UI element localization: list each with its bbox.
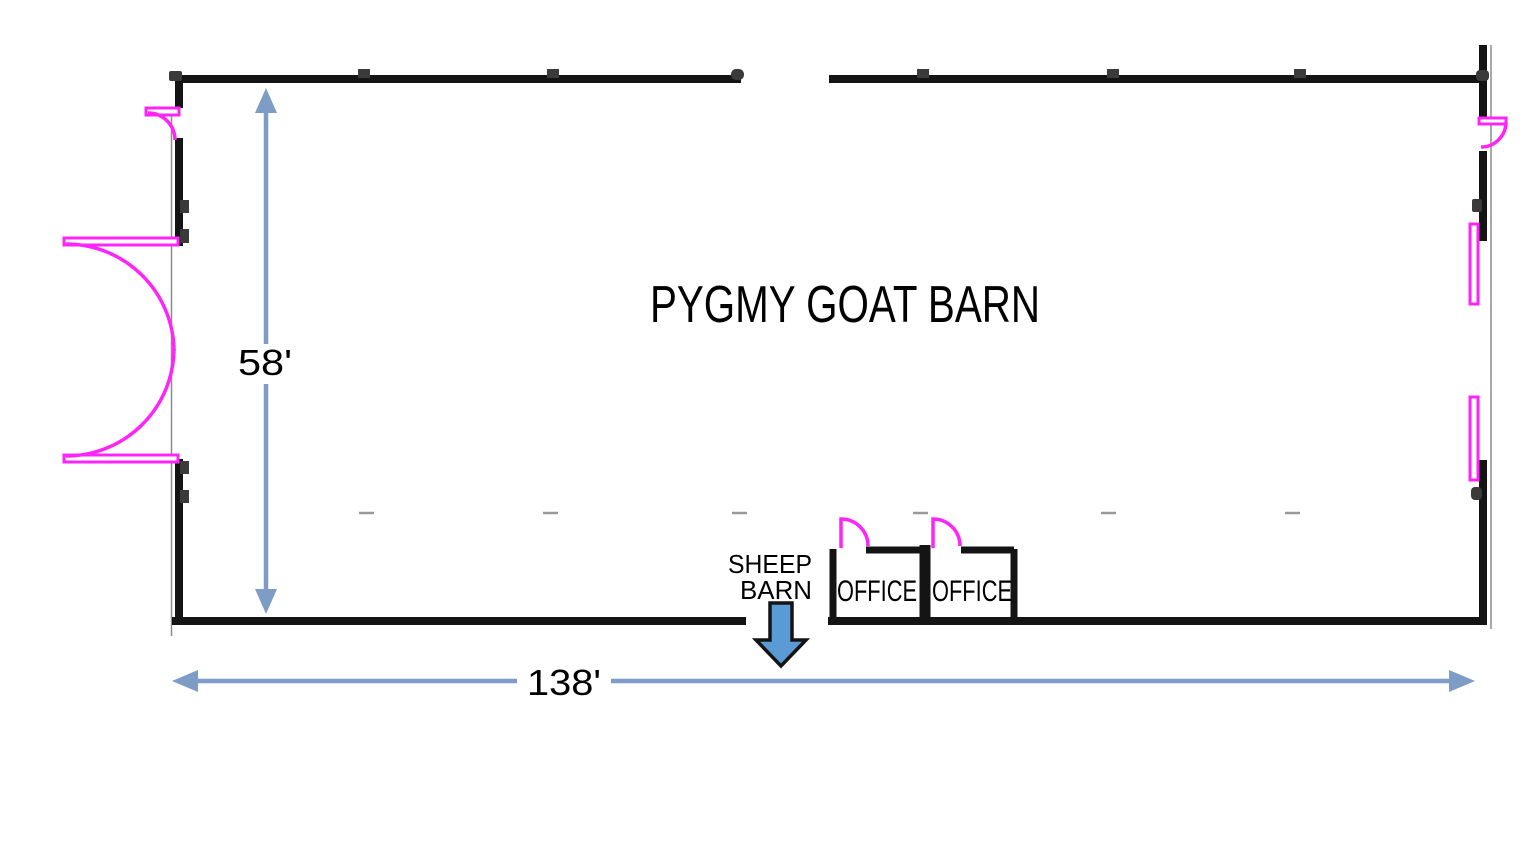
sliding-panel-right-lower (1468, 395, 1480, 482)
width-dim-arrowhead-right (1449, 670, 1475, 692)
width-dim-arrowhead-left (172, 670, 198, 692)
post-top-right-corner (1476, 70, 1489, 81)
double-door-swing-upper (65, 242, 176, 352)
post-top-2 (547, 69, 559, 78)
height-dimension: 58' (238, 88, 292, 614)
post-top-opening-left (731, 69, 744, 80)
sheep-barn-annotation: SHEEP BARN (728, 549, 812, 669)
office-rooms (829, 545, 1018, 621)
door-swing-top-right (1480, 121, 1508, 149)
post-left-wall-1 (180, 200, 189, 213)
post-top-1 (358, 69, 370, 78)
post-left-wall-3 (180, 461, 189, 474)
post-top-3 (917, 69, 929, 78)
double-door-leaf-lower (62, 453, 180, 464)
post-top-4 (1107, 69, 1119, 78)
wall-posts (169, 69, 1489, 503)
sliding-panel-right-upper (1468, 222, 1480, 306)
sheep-barn-label-line2: BARN (740, 575, 812, 605)
post-top-5 (1294, 69, 1306, 78)
height-dim-arrowhead-top (255, 88, 277, 113)
width-dimension: 138' (172, 662, 1475, 703)
door-leaf-top-right (1477, 116, 1508, 126)
height-dim-arrowhead-bottom (255, 589, 277, 614)
height-dimension-label: 58' (238, 342, 292, 383)
post-right-wall-1 (1472, 199, 1482, 212)
door-track-lines (170, 45, 1492, 636)
post-top-left-corner (169, 71, 182, 81)
sheep-barn-arrow (751, 601, 811, 669)
office-left-door (839, 517, 870, 548)
barn-title: PYGMY GOAT BARN (650, 276, 1040, 334)
sheep-barn-label-line1: SHEEP (728, 549, 812, 579)
office-left-label: OFFICE (837, 575, 917, 608)
door-leaf-top-left (144, 106, 181, 117)
door-swing-top-left (147, 111, 177, 141)
post-right-wall-2 (1471, 487, 1482, 500)
barn-outer-walls (172, 45, 1487, 625)
office-right-door (931, 517, 962, 548)
post-left-wall-2 (180, 229, 189, 243)
post-left-wall-4 (180, 490, 189, 503)
width-dimension-label: 138' (527, 662, 601, 703)
double-door-swing-lower (65, 348, 176, 458)
doors (62, 106, 1508, 548)
double-door-leaf-upper (62, 236, 180, 247)
office-right-label: OFFICE (932, 575, 1012, 608)
